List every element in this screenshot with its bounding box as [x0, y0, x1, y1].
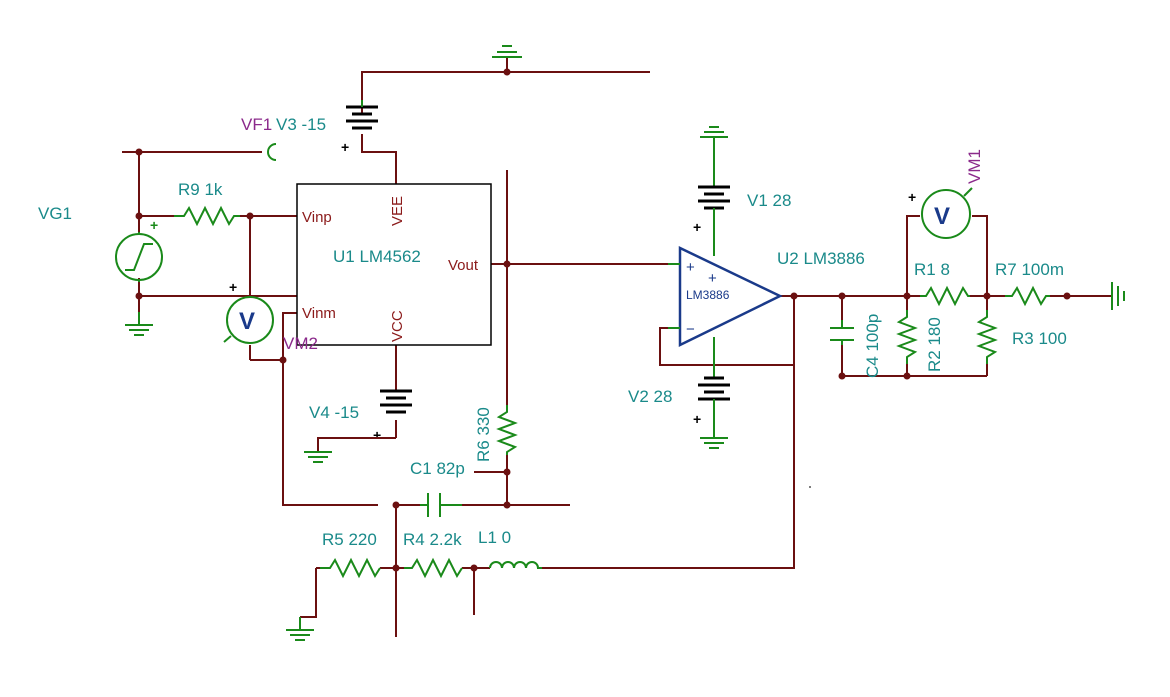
u1-pin-vout: Vout	[448, 257, 479, 274]
stray-dot	[809, 486, 811, 488]
r5-label: R5 220	[322, 530, 377, 549]
r1-resistor[interactable]: R1 8	[914, 260, 970, 307]
v3-plus: +	[341, 139, 349, 155]
v4-label: V4 -15	[309, 403, 359, 422]
v1-battery[interactable]: + V1 28	[693, 137, 791, 235]
vm1-v-symbol: V	[934, 203, 950, 230]
r3-label: R3 100	[1012, 329, 1067, 348]
u2-plus-sign: +	[686, 259, 695, 276]
u1-opamp[interactable]: U1 LM4562 Vinp Vinm Vout VEE VCC	[296, 183, 492, 346]
v1-label: V1 28	[747, 191, 791, 210]
vm1-label: VM1	[965, 149, 984, 184]
r1-label: R1 8	[914, 260, 950, 279]
u2-opamp[interactable]: LM3886 + + − U2 LM3886	[668, 235, 865, 358]
c4-capacitor[interactable]: C4 100p	[830, 314, 882, 378]
u1-pin-vinp: Vinp	[302, 209, 332, 226]
c4-label: C4 100p	[863, 314, 882, 378]
u2-minus-sign: −	[686, 321, 695, 338]
r6-resistor[interactable]: R6 330	[474, 405, 518, 462]
junction-dots	[135, 68, 1071, 572]
u1-label: U1 LM4562	[333, 247, 421, 266]
vg1-label: VG1	[38, 204, 72, 223]
u2-plus-supply-sign: +	[708, 270, 717, 287]
r2-label: R2 180	[925, 317, 944, 372]
ground-symbols	[125, 45, 1125, 641]
v1-plus: +	[693, 219, 701, 235]
r4-label: R4 2.2k	[403, 530, 462, 549]
vg1-generator[interactable]: + VG1	[38, 204, 163, 282]
vf1-label: VF1	[241, 115, 272, 134]
c1-capacitor[interactable]: C1 82p	[410, 459, 465, 517]
r7-resistor[interactable]: R7 100m	[995, 260, 1064, 307]
vm1-plus: +	[908, 189, 916, 205]
vf1-probe[interactable]: VF1	[241, 115, 277, 161]
r7-label: R7 100m	[995, 260, 1064, 279]
vm2-plus: +	[229, 279, 237, 295]
r6-label: R6 330	[474, 407, 493, 462]
u1-pin-vee: VEE	[389, 196, 406, 226]
v2-battery[interactable]: + V2 28	[628, 358, 730, 438]
u1-pin-vinm: Vinm	[302, 305, 336, 322]
vm2-label: VM2	[283, 334, 318, 353]
vg1-plus: +	[150, 217, 158, 233]
u2-label: U2 LM3886	[777, 249, 865, 268]
v4-plus: +	[373, 427, 381, 443]
r5-resistor[interactable]: R5 220	[320, 530, 381, 579]
r9-label: R9 1k	[178, 180, 223, 199]
v2-label: V2 28	[628, 387, 672, 406]
v3-battery[interactable]: + V3 -15	[276, 100, 378, 155]
vm1-voltmeter[interactable]: V + VM1	[908, 149, 984, 239]
r9-resistor[interactable]: R9 1k	[174, 180, 240, 227]
v2-plus: +	[693, 411, 701, 427]
wires	[122, 57, 1112, 637]
l1-inductor[interactable]: L1 0	[478, 528, 542, 569]
r3-resistor[interactable]: R3 100	[976, 310, 1067, 364]
vm2-voltmeter[interactable]: V + VM2	[223, 279, 318, 353]
u2-body-label: LM3886	[686, 288, 730, 302]
r4-resistor[interactable]: R4 2.2k	[403, 530, 463, 579]
c1-label: C1 82p	[410, 459, 465, 478]
vm2-v-symbol: V	[239, 308, 255, 335]
r2-resistor[interactable]: R2 180	[896, 310, 944, 372]
v4-battery[interactable]: + V4 -15	[309, 389, 412, 452]
l1-label: L1 0	[478, 528, 511, 547]
u1-pin-vcc: VCC	[389, 310, 406, 342]
v3-label: V3 -15	[276, 115, 326, 134]
